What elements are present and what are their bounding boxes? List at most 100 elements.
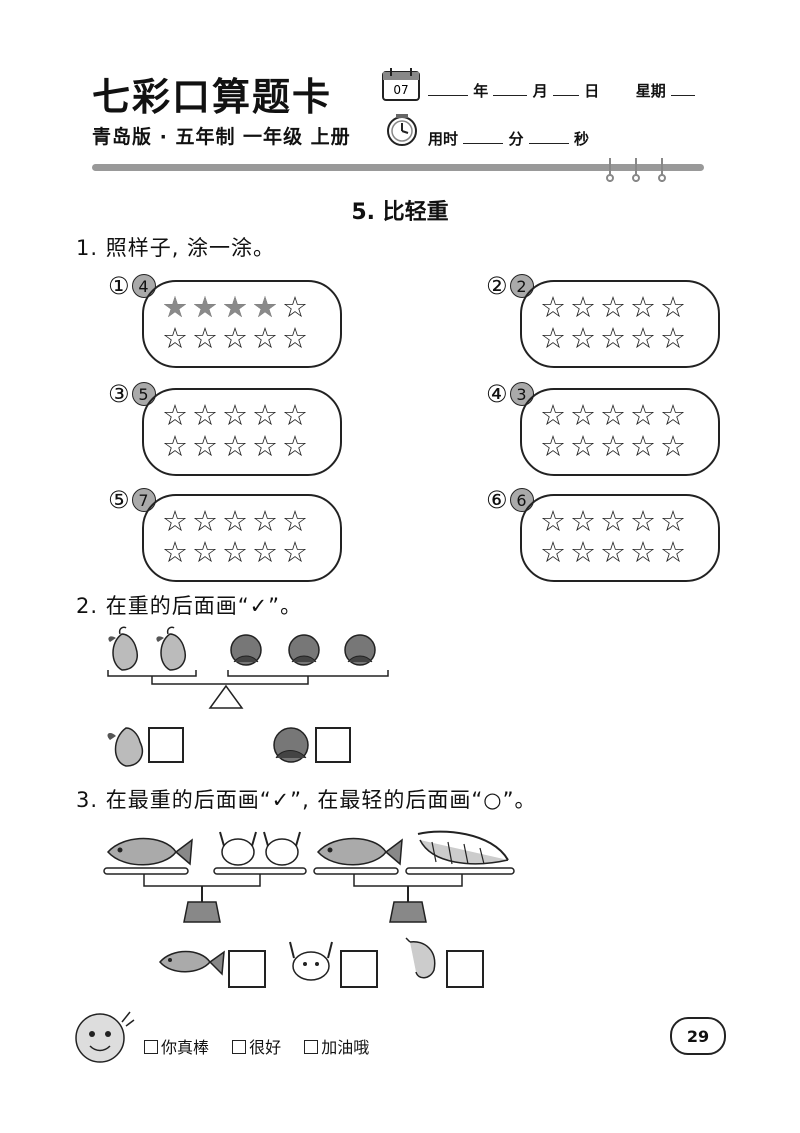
star-icon[interactable]: ☆ [570, 429, 600, 463]
star-icon[interactable]: ☆ [192, 504, 222, 538]
star-icon[interactable]: ☆ [222, 429, 252, 463]
star-icon[interactable]: ☆ [252, 504, 282, 538]
star-icon[interactable]: ☆ [570, 504, 600, 538]
answer-box-shrimp[interactable] [446, 950, 484, 988]
calendar-icon: 07 [382, 68, 420, 101]
star-icon[interactable]: ☆ [540, 321, 570, 355]
star-icon[interactable]: ☆ [630, 290, 660, 324]
star-icon[interactable]: ☆ [222, 535, 252, 569]
star-icon[interactable]: ☆ [600, 398, 630, 432]
star-icon[interactable]: ☆ [660, 290, 690, 324]
q2-prompt: 2. 在重的后面画“✓”。 [76, 594, 303, 618]
pear-icon [156, 626, 186, 671]
star-box: ☆☆☆☆☆☆☆☆☆☆ [520, 280, 720, 368]
star-icon[interactable]: ☆ [660, 504, 690, 538]
star-icon[interactable]: ☆ [282, 321, 312, 355]
answer-box-peach[interactable] [315, 727, 351, 763]
q3-prompt: 3. 在最重的后面画“✓”, 在最轻的后面画“○”。 [76, 788, 537, 812]
star-icon[interactable]: ☆ [630, 504, 660, 538]
star-icon[interactable]: ☆ [660, 429, 690, 463]
star-icon[interactable]: ☆ [252, 398, 282, 432]
star-icon[interactable]: ☆ [162, 535, 192, 569]
lesson-title: 5. 比轻重 [351, 200, 449, 225]
shrimp-icon [417, 830, 509, 865]
star-icon[interactable]: ☆ [162, 429, 192, 463]
star-icon[interactable]: ☆ [222, 504, 252, 538]
star-icon[interactable]: ☆ [540, 535, 570, 569]
star-icon[interactable]: ☆ [540, 504, 570, 538]
star-icon[interactable]: ☆ [252, 321, 282, 355]
star-icon[interactable]: ☆ [570, 398, 600, 432]
item-marker: ④ [486, 380, 508, 408]
star-icon[interactable]: ☆ [630, 429, 660, 463]
mascot-icon [75, 1011, 135, 1063]
self-assessment: 你真棒 很好 加油哦 [144, 1034, 387, 1058]
two-balances-diagram [103, 830, 515, 923]
star-icon[interactable]: ☆ [192, 429, 222, 463]
star-icon[interactable]: ☆ [600, 504, 630, 538]
star-icon[interactable]: ☆ [660, 535, 690, 569]
date-line: 年 月 日 星期 [428, 80, 695, 101]
star-icon[interactable]: ☆ [162, 504, 192, 538]
star-icon[interactable]: ☆ [540, 398, 570, 432]
star-icon[interactable]: ☆ [600, 321, 630, 355]
star-icon[interactable]: ★ [222, 290, 252, 324]
star-icon[interactable]: ☆ [282, 398, 312, 432]
rule-ornament [606, 158, 666, 182]
star-box: ☆☆☆☆☆☆☆☆☆☆ [520, 494, 720, 582]
answer-box-pear[interactable] [148, 727, 184, 763]
star-icon[interactable]: ☆ [222, 321, 252, 355]
item-marker: ③ [108, 380, 130, 408]
rating-option-3[interactable]: 加油哦 [304, 1038, 369, 1057]
star-icon[interactable]: ☆ [252, 429, 282, 463]
star-icon[interactable]: ☆ [540, 429, 570, 463]
peach-icon [230, 634, 262, 666]
rating-option-2[interactable]: 很好 [232, 1038, 281, 1057]
star-icon[interactable]: ★ [252, 290, 282, 324]
item-marker: ⑤ [108, 486, 130, 514]
star-icon[interactable]: ☆ [192, 535, 222, 569]
star-icon[interactable]: ☆ [282, 504, 312, 538]
q1-prompt: 1. 照样子, 涂一涂。 [76, 236, 276, 260]
star-icon[interactable]: ☆ [570, 290, 600, 324]
star-icon[interactable]: ☆ [630, 398, 660, 432]
star-icon[interactable]: ☆ [162, 321, 192, 355]
crab-icon [289, 941, 333, 981]
balance-scale-diagram [107, 626, 389, 709]
star-icon[interactable]: ☆ [630, 321, 660, 355]
star-icon[interactable]: ☆ [282, 290, 312, 324]
rating-option-1[interactable]: 你真棒 [144, 1038, 209, 1057]
star-icon[interactable]: ☆ [192, 398, 222, 432]
star-icon[interactable]: ☆ [600, 535, 630, 569]
scale-icon [183, 886, 221, 923]
answer-box-fish[interactable] [228, 950, 266, 988]
star-icon[interactable]: ☆ [222, 398, 252, 432]
count-badge: 4 [131, 274, 156, 298]
star-icon[interactable]: ☆ [630, 535, 660, 569]
peach-icon [273, 727, 309, 763]
star-icon[interactable]: ☆ [570, 321, 600, 355]
star-box: ☆☆☆☆☆☆☆☆☆☆ [142, 494, 342, 582]
star-icon[interactable]: ☆ [252, 535, 282, 569]
clock-icon [387, 114, 417, 146]
star-icon[interactable]: ☆ [162, 398, 192, 432]
shrimp-icon [405, 937, 436, 979]
header-rule [92, 164, 704, 171]
star-icon[interactable]: ☆ [570, 535, 600, 569]
star-icon[interactable]: ☆ [660, 398, 690, 432]
star-icon[interactable]: ☆ [600, 429, 630, 463]
star-icon[interactable]: ☆ [282, 535, 312, 569]
star-icon[interactable]: ☆ [600, 290, 630, 324]
scale-icon [389, 886, 427, 923]
star-icon[interactable]: ☆ [540, 290, 570, 324]
star-icon[interactable]: ☆ [192, 321, 222, 355]
star-box: ☆☆☆☆☆☆☆☆☆☆ [520, 388, 720, 476]
star-icon[interactable]: ★ [192, 290, 222, 324]
star-icon[interactable]: ☆ [660, 321, 690, 355]
star-icon[interactable]: ☆ [282, 429, 312, 463]
pear-icon [108, 626, 138, 671]
answer-box-crab[interactable] [340, 950, 378, 988]
star-icon[interactable]: ★ [162, 290, 192, 324]
